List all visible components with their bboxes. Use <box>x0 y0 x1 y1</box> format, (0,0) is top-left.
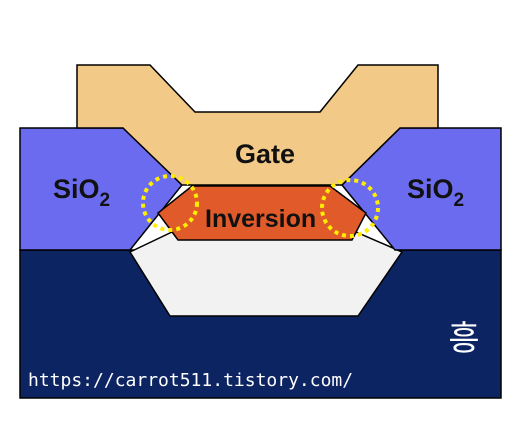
gate-label: Gate <box>235 139 295 169</box>
inversion-layer <box>156 185 367 241</box>
right-edge-highlight <box>320 178 380 238</box>
sio2-left-label: SiO2 <box>53 174 110 211</box>
left-edge-highlight <box>141 174 199 232</box>
signature-mark: 흥 <box>448 319 479 359</box>
inversion-label: Inversion <box>205 205 316 233</box>
sio2-right-label: SiO2 <box>407 174 464 211</box>
blog-url: https://carrot511.tistory.com/ <box>28 370 353 391</box>
gate-region <box>76 64 439 186</box>
depletion-region <box>128 231 404 317</box>
